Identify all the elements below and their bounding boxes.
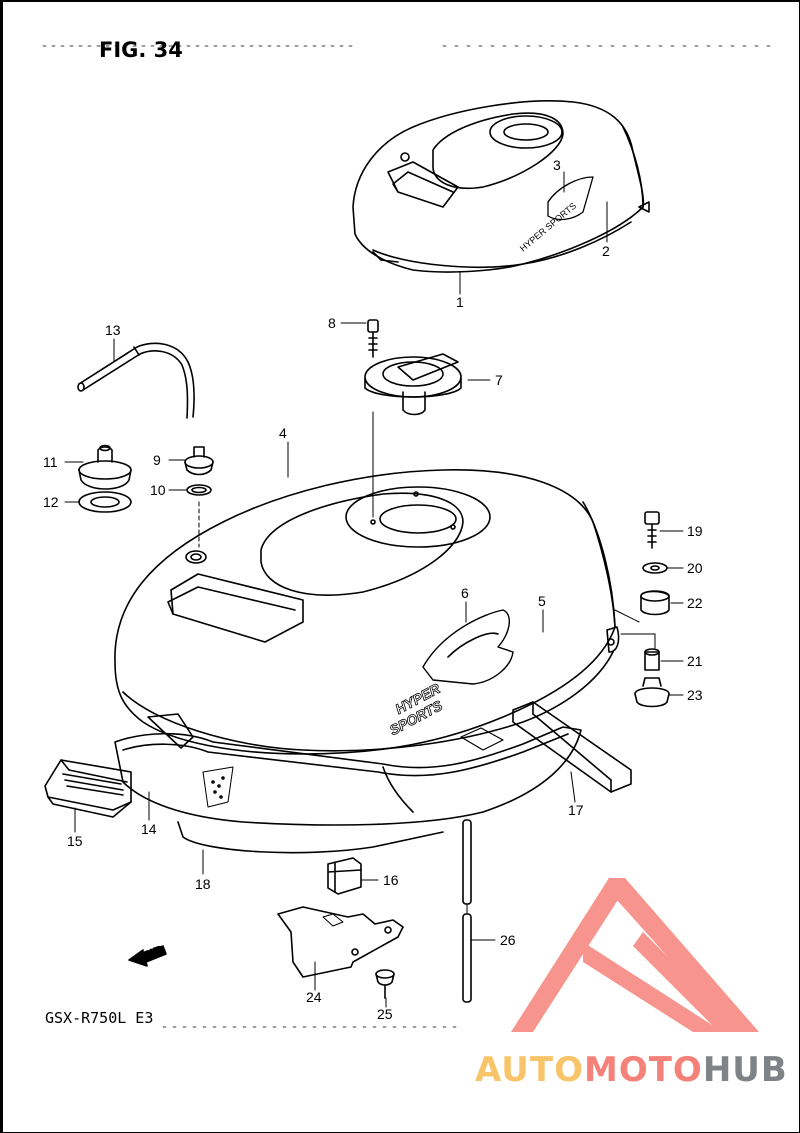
plug-and-oring-drawing	[184, 446, 214, 548]
part-label-7: 7	[495, 372, 503, 388]
fuel-cap-drawing	[364, 319, 462, 518]
part-label-19: 19	[687, 523, 703, 539]
part-label-8: 8	[328, 315, 336, 331]
breather-hose-drawing	[77, 342, 195, 419]
automotohub-logo-text: AUTOMOTOHUB	[475, 1050, 788, 1090]
tank-pad-drawing	[114, 713, 582, 854]
drain-plug-drawing	[78, 444, 132, 513]
part-label-26: 26	[500, 932, 516, 948]
part-label-24: 24	[306, 989, 322, 1005]
logo-word-moto: MOTO	[583, 1050, 703, 1090]
part-label-4: 4	[279, 425, 287, 441]
damper-block-drawing	[327, 857, 362, 895]
part-label-11: 11	[43, 454, 58, 470]
automotohub-logo-mark	[511, 878, 759, 1032]
forward-arrow-icon	[128, 945, 167, 967]
part-label-23: 23	[687, 687, 703, 703]
part-label-13: 13	[105, 322, 121, 338]
cushion-pad-drawing	[44, 759, 132, 818]
mounting-hardware-drawing	[614, 511, 670, 708]
part-label-12: 12	[43, 494, 59, 510]
part-label-14: 14	[141, 821, 157, 837]
part-label-21: 21	[687, 653, 703, 669]
main-fuel-tank-drawing: HYPER SPORTS	[114, 469, 620, 755]
part-label-25: 25	[377, 1006, 393, 1022]
part-label-3: 3	[553, 157, 561, 173]
exploded-view-drawing: HYPER SPORTS	[42, 45, 774, 1032]
part-label-22: 22	[687, 595, 703, 611]
part-label-20: 20	[687, 560, 703, 576]
part-label-9: 9	[153, 452, 161, 468]
part-label-6: 6	[461, 585, 469, 601]
part-label-15: 15	[67, 833, 83, 849]
part-label-10: 10	[150, 482, 166, 498]
part-label-16: 16	[383, 872, 399, 888]
model-code: GSX-R750L E3	[45, 1009, 154, 1027]
part-number-labels: 1 2 3 4 5 6 7 8 9 10 11 12 13 14 15 16 1…	[43, 157, 703, 1022]
part-label-2: 2	[602, 243, 610, 259]
leader-lines	[64, 171, 684, 1008]
part-label-1: 1	[456, 294, 464, 310]
part-label-18: 18	[195, 876, 211, 892]
part-label-5: 5	[538, 593, 546, 609]
part-label-17: 17	[568, 802, 584, 818]
rubber-strip-drawing	[512, 701, 632, 793]
figure-title: FIG. 34	[99, 38, 183, 62]
tube-drawing	[462, 819, 472, 1003]
logo-word-auto: AUTO	[475, 1050, 584, 1090]
bracket-drawing	[277, 906, 404, 999]
logo-word-hub: HUB	[702, 1050, 788, 1090]
